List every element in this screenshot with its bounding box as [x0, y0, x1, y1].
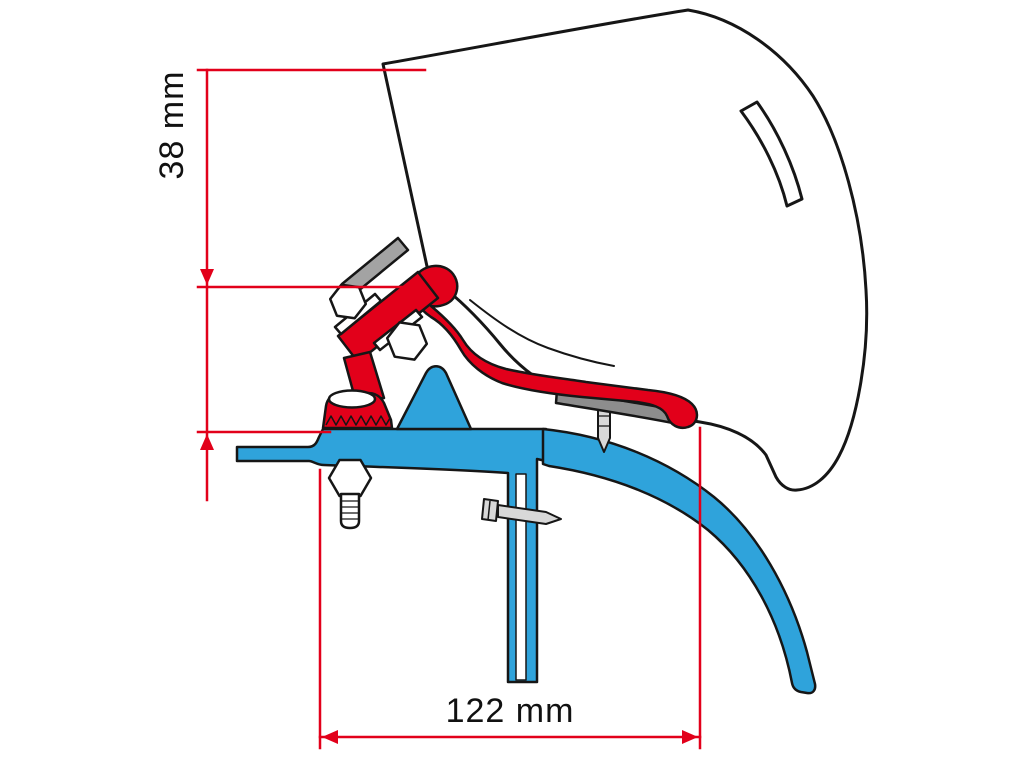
channel-screw-icon [497, 504, 562, 525]
blue-rail-and-channel [235, 427, 548, 684]
awning-rail-seam-line [469, 299, 615, 367]
vertical-dimension-label: 38 mm [153, 71, 191, 180]
arrow-up-icon [200, 434, 214, 450]
blue-curved-roof-arm [541, 427, 817, 695]
blue-roof-bracket [235, 365, 817, 695]
awning-case-endcap-seam [739, 100, 804, 208]
arrow-left-icon [322, 730, 338, 744]
clamp-bolt-head [327, 389, 377, 409]
red-hook-arm [414, 264, 699, 430]
channel-screw-group [481, 498, 562, 525]
dimension-arrowheads [200, 269, 698, 744]
threaded-stud [339, 492, 361, 530]
red-angled-arm [336, 270, 440, 364]
blue-gusset-rib [395, 365, 473, 431]
channel-groove [515, 473, 527, 681]
channel-screw-head [481, 498, 499, 522]
lower-hex-nut-icon [385, 321, 429, 361]
horizontal-dimension-label: 122 mm [446, 692, 575, 730]
arrow-down-icon [200, 269, 214, 285]
stud-threads [342, 500, 358, 520]
clamp-serrations [325, 415, 391, 426]
arrow-right-icon [682, 730, 698, 744]
channel-screw-slot [487, 500, 491, 521]
clamp-hex-nut-icon [327, 458, 373, 498]
